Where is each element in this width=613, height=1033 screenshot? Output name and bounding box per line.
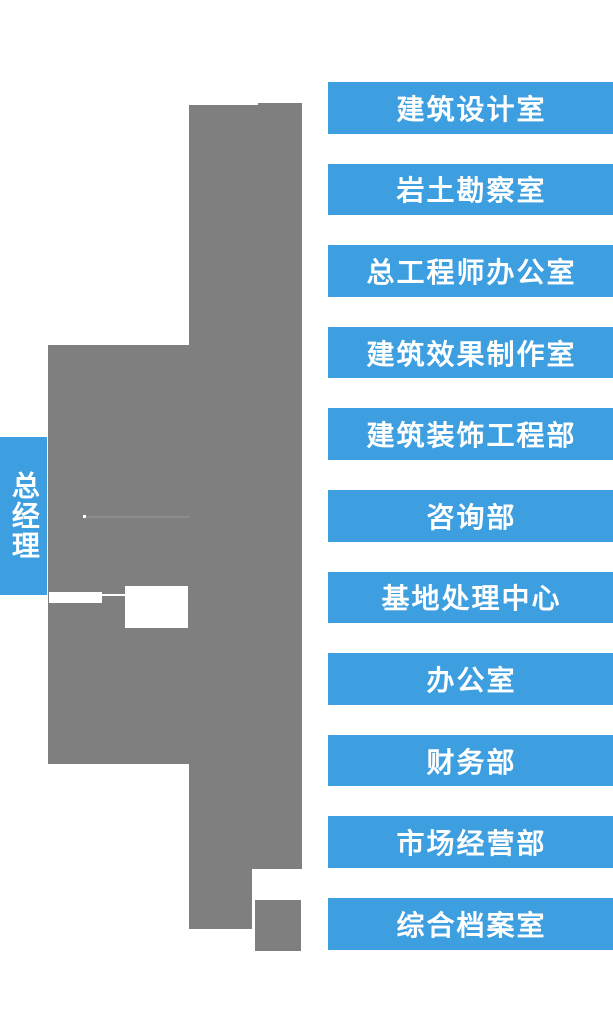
connector-thin-line <box>86 516 190 518</box>
dept-node-11: 综合档案室 <box>328 898 613 950</box>
dept-node-9: 财务部 <box>328 734 613 787</box>
dept-label: 综合档案室 <box>396 909 547 941</box>
gm-node: 总经理 <box>0 437 47 595</box>
cutout-bar <box>49 592 102 603</box>
cutout-thin-line <box>102 594 125 596</box>
gm-label: 总经理 <box>8 471 40 561</box>
connector-bottom-right-leg <box>255 900 301 951</box>
connector-left-block <box>48 345 189 764</box>
connector-trunk <box>189 105 302 869</box>
dept-node-8: 办公室 <box>328 653 613 705</box>
dept-node-7: 基地处理中心 <box>328 571 613 624</box>
dept-label: 建筑设计室 <box>396 93 547 125</box>
dept-node-5: 建筑装饰工程部 <box>328 408 613 460</box>
dept-node-4: 建筑效果制作室 <box>328 326 613 379</box>
dept-node-3: 总工程师办公室 <box>328 245 613 297</box>
dept-label: 市场经营部 <box>396 828 547 860</box>
connector-bottom-left-leg <box>189 869 252 929</box>
dept-label: 总工程师办公室 <box>366 256 577 288</box>
dept-label: 咨询部 <box>426 501 517 533</box>
dept-node-2: 岩土勘察室 <box>328 163 613 216</box>
dept-label: 财务部 <box>426 746 517 778</box>
dept-node-10: 市场经营部 <box>328 816 613 868</box>
dept-label: 建筑装饰工程部 <box>366 420 577 452</box>
dept-label: 基地处理中心 <box>381 583 562 615</box>
dept-label: 办公室 <box>426 664 517 696</box>
cutout-box <box>125 586 188 628</box>
dept-node-1: 建筑设计室 <box>328 82 613 134</box>
dept-label: 岩土勘察室 <box>396 175 547 207</box>
dept-node-6: 咨询部 <box>328 490 613 542</box>
connector-thin-line-dot <box>83 515 86 518</box>
dept-label: 建筑效果制作室 <box>366 338 577 370</box>
connector-trunk-top-step <box>258 103 302 105</box>
